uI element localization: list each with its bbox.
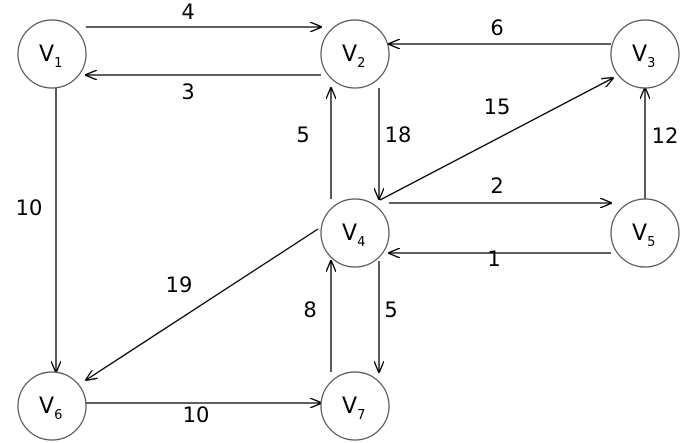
edge-v3-v2: 6	[389, 16, 611, 44]
edge-arrow	[86, 228, 319, 380]
edge-weight-label: 2	[490, 174, 503, 198]
edge-v4-v2: 5	[296, 88, 331, 199]
node-subscript: 1	[54, 56, 62, 71]
edge-v4-v6: 19	[86, 228, 319, 380]
edge-weight-label: 12	[652, 124, 679, 148]
node-circle	[17, 371, 87, 441]
node-v4: V4	[320, 198, 390, 268]
edge-weight-label: 10	[183, 403, 210, 427]
edge-v7-v4: 8	[303, 261, 331, 372]
node-v7: V7	[320, 371, 390, 441]
node-v6: V6	[17, 371, 87, 441]
node-v1: V1	[17, 19, 87, 89]
edge-v5-v4: 1	[389, 247, 611, 271]
edge-weight-label: 5	[296, 123, 309, 147]
edge-arrow	[379, 78, 613, 201]
node-label: V1	[39, 42, 62, 71]
node-v5: V5	[610, 198, 680, 268]
node-subscript: 4	[357, 235, 365, 250]
edge-v2-v1: 3	[86, 75, 321, 104]
edge-weight-label: 3	[181, 80, 194, 104]
edge-weight-label: 4	[181, 0, 194, 24]
edge-v4-v5: 2	[389, 174, 611, 203]
node-letter: V	[342, 42, 357, 67]
edge-weight-label: 1	[487, 247, 500, 271]
edge-weight-label: 19	[166, 273, 193, 297]
node-circle	[320, 371, 390, 441]
edge-weight-label: 10	[16, 196, 43, 220]
edge-v2-v4: 18	[379, 88, 411, 199]
node-letter: V	[632, 221, 647, 246]
edge-v5-v3: 12	[645, 88, 678, 199]
edge-v1-v6: 10	[16, 88, 56, 372]
node-letter: V	[342, 221, 357, 246]
node-circle	[610, 19, 680, 89]
node-circle	[610, 198, 680, 268]
node-label: V6	[39, 394, 62, 423]
node-label: V3	[632, 42, 655, 71]
node-subscript: 7	[357, 408, 365, 423]
node-letter: V	[342, 394, 357, 419]
node-letter: V	[39, 42, 54, 67]
node-label: V5	[632, 221, 655, 250]
node-letter: V	[632, 42, 647, 67]
edge-weight-label: 6	[490, 16, 503, 40]
edge-weight-label: 8	[303, 298, 316, 322]
edge-v4-v7: 5	[379, 261, 398, 372]
edge-weight-label: 15	[484, 95, 511, 119]
node-label: V4	[342, 221, 365, 250]
node-subscript: 6	[54, 408, 62, 423]
node-v2: V2	[320, 19, 390, 89]
node-circle	[320, 19, 390, 89]
node-label: V2	[342, 42, 365, 71]
edge-v6-v7: 10	[86, 403, 321, 427]
node-letter: V	[39, 394, 54, 419]
node-v3: V3	[610, 19, 680, 89]
node-subscript: 3	[647, 56, 655, 71]
edge-weight-label: 18	[385, 123, 412, 147]
node-circle	[17, 19, 87, 89]
edge-v1-v2: 4	[86, 0, 321, 27]
node-subscript: 5	[647, 235, 655, 250]
node-label: V7	[342, 394, 365, 423]
edge-v4-v3: 15	[379, 78, 613, 201]
node-circle	[320, 198, 390, 268]
node-subscript: 2	[357, 56, 365, 71]
edge-weight-label: 5	[384, 298, 397, 322]
